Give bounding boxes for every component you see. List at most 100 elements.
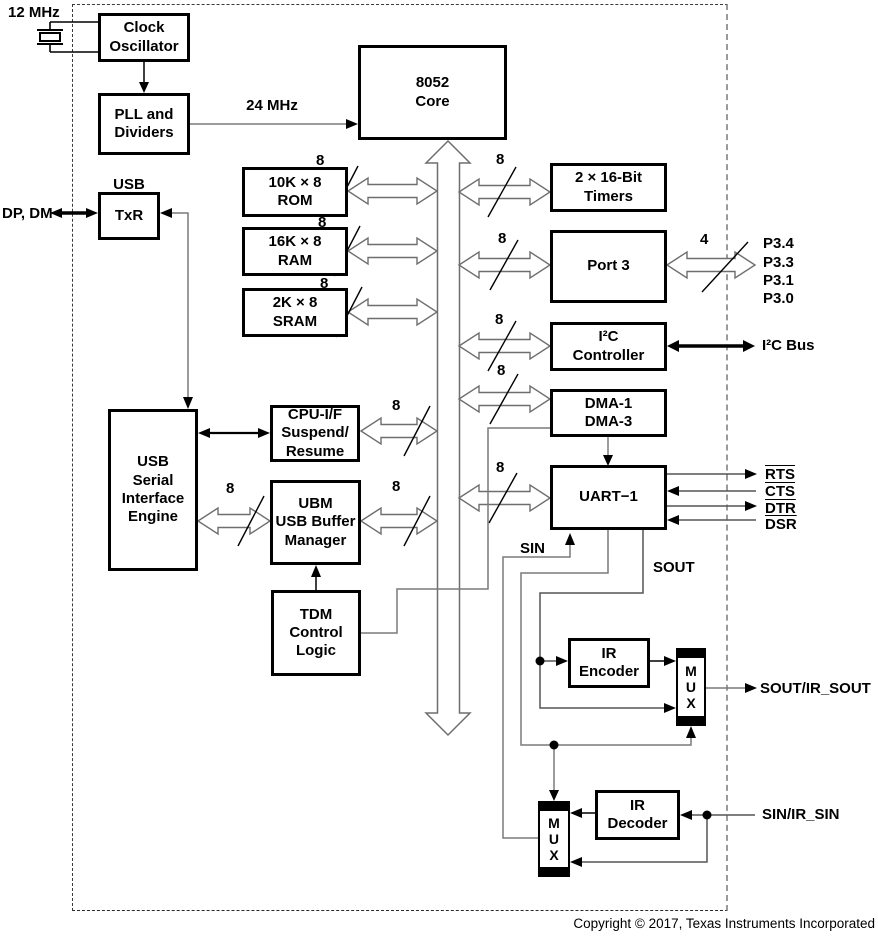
bus-arrow-sram xyxy=(346,297,439,327)
arrow-encoder-mux1 xyxy=(664,656,676,666)
block-mux-sin: M U X xyxy=(538,801,570,877)
usb-txr-caption: USB xyxy=(113,176,145,193)
label-p3-1: P3.1 xyxy=(763,272,794,289)
bus-width-rom: 8 xyxy=(316,152,325,169)
block-sram: 2K × 8 SRAM xyxy=(242,288,348,337)
arrow-select-mux2 xyxy=(549,790,559,801)
block-mux-sout: M U X xyxy=(676,648,706,726)
bus-width-i2c: 8 xyxy=(495,311,504,328)
block-ir-encoder: IR Encoder xyxy=(568,638,650,688)
arrow-cts-in xyxy=(667,486,679,496)
arrow-cpuif-right xyxy=(258,428,270,438)
label-p3-3: P3.3 xyxy=(763,254,794,271)
bus-width-cpu-if: 8 xyxy=(392,397,401,414)
wire-sin-ir-bypass xyxy=(581,815,708,863)
label-rts: RTS xyxy=(765,466,795,483)
bus-width-ubm: 8 xyxy=(392,478,401,495)
arrow-dma-uart xyxy=(603,455,613,466)
block-tdm: TDM Control Logic xyxy=(271,590,361,676)
arrow-i2c-right xyxy=(743,340,755,352)
arrow-decoder-mux2 xyxy=(570,808,582,818)
block-timers: 2 × 16-Bit Timers xyxy=(550,163,667,212)
block-i2c-controller: I²C Controller xyxy=(550,322,667,371)
bus-arrows xyxy=(196,176,757,536)
block-ram: 16K × 8 RAM xyxy=(242,227,348,276)
block-cpu-if: CPU-I/F Suspend/ Resume xyxy=(270,405,360,462)
bus-arrow-rom xyxy=(346,176,439,206)
label-sin-ir-sin: SIN/IR_SIN xyxy=(762,806,840,823)
bus-arrow-timers xyxy=(457,177,552,207)
block-ir-decoder: IR Decoder xyxy=(595,790,680,840)
crystal-icon xyxy=(37,21,98,53)
wire-tdm-to-dma xyxy=(361,427,550,634)
arrow-dsr-in xyxy=(667,515,679,525)
arrow-bypass-mux2 xyxy=(570,857,582,867)
bus-arrow-cpuif xyxy=(359,416,439,446)
arrow-into-sie xyxy=(183,397,193,409)
label-sin: SIN xyxy=(520,540,546,557)
chip-boundary xyxy=(72,4,728,911)
bus-width-port3-pins: 4 xyxy=(700,231,709,248)
bus-width-ram: 8 xyxy=(318,214,327,231)
block-port3: Port 3 xyxy=(550,230,667,303)
bus-arrow-ram xyxy=(346,236,439,266)
label-12mhz: 12 MHz xyxy=(8,4,60,21)
arrow-mux1-out xyxy=(745,683,757,693)
arrow-select-mux1 xyxy=(686,726,696,738)
arrow-sin-into-uart xyxy=(565,533,575,545)
block-dma: DMA-1 DMA-3 xyxy=(550,389,667,437)
block-rom: 10K × 8 ROM xyxy=(242,167,348,217)
block-sie: USB Serial Interface Engine xyxy=(108,409,198,571)
label-i2c-bus: I²C Bus xyxy=(762,337,815,354)
bus-width-sie-ubm: 8 xyxy=(226,480,235,497)
wire-sin-return xyxy=(502,542,571,839)
label-sout: SOUT xyxy=(653,559,695,576)
bus-width-port3: 8 xyxy=(498,230,507,247)
label-24mhz: 24 MHz xyxy=(246,97,298,114)
arrow-i2c-left xyxy=(667,340,679,352)
bus-arrow-port3-pins xyxy=(665,250,757,280)
label-dp-dm: DP, DM xyxy=(2,205,53,222)
block-usb-txr: TxR xyxy=(98,192,160,240)
wire-txr-sie xyxy=(168,212,189,404)
bus-arrow-sie-ubm xyxy=(196,506,272,536)
label-dsr: DSR xyxy=(765,516,797,533)
label-cts: CTS xyxy=(765,483,795,500)
label-dtr: DTR xyxy=(765,500,796,517)
arrow-into-txr xyxy=(160,208,172,218)
arrow-sout-encoder xyxy=(556,656,568,666)
arrow-tdm-ubm xyxy=(311,565,321,577)
block-ubm: UBM USB Buffer Manager xyxy=(270,480,361,565)
wire-mux-select xyxy=(520,530,692,746)
bus-arrow-i2c xyxy=(457,331,552,361)
bus-width-uart: 8 xyxy=(496,459,505,476)
arrow-dtr-out xyxy=(745,501,757,511)
wire-sout-main xyxy=(539,530,665,709)
block-clock-oscillator: Clock Oscillator xyxy=(98,13,190,62)
arrowheads xyxy=(50,82,757,867)
label-sout-ir-sout: SOUT/IR_SOUT xyxy=(760,680,871,697)
bus-width-timers: 8 xyxy=(496,151,505,168)
central-bus-arrow xyxy=(424,139,472,737)
arrow-sinir-decoder xyxy=(680,810,692,820)
arrow-bypass-mux1 xyxy=(664,703,676,713)
copyright-notice: Copyright © 2017, Texas Instruments Inco… xyxy=(573,916,875,931)
bus-arrow-ubm xyxy=(359,506,439,536)
bus-width-dma: 8 xyxy=(497,362,506,379)
signal-wires xyxy=(58,62,756,863)
arrow-rts-out xyxy=(745,469,757,479)
arrow-dpdm-right xyxy=(86,208,98,218)
bus-arrow-uart xyxy=(457,483,552,513)
arrow-dpdm-left xyxy=(50,208,62,218)
block-pll-dividers: PLL and Dividers xyxy=(98,93,190,155)
label-p3-4: P3.4 xyxy=(763,235,794,252)
label-p3-0: P3.0 xyxy=(763,290,794,307)
junction-dots xyxy=(535,656,712,820)
bus-width-sram: 8 xyxy=(320,275,329,292)
arrow-pll-core xyxy=(346,119,358,129)
arrow-clock-pll xyxy=(139,82,149,93)
arrow-sie-left xyxy=(198,428,210,438)
block-uart1: UART−1 xyxy=(550,465,667,530)
